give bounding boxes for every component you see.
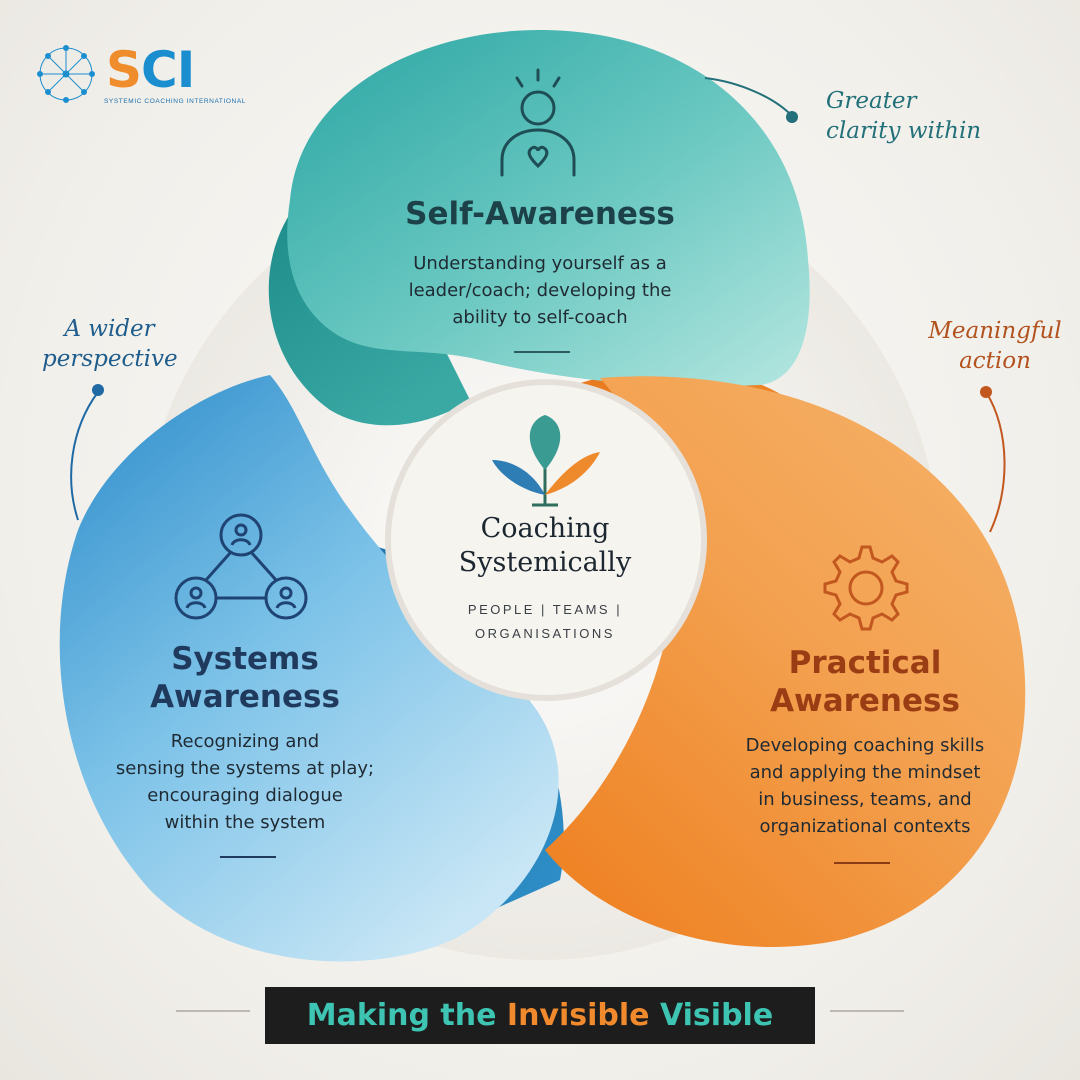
subtitle-line: ORGANISATIONS: [475, 626, 615, 641]
gear-icon: [823, 545, 909, 631]
title-line: Awareness: [150, 679, 340, 715]
banner-text-2: Invisible: [506, 998, 650, 1033]
title-line: Systems: [171, 641, 319, 677]
connected-people-icon: [174, 513, 308, 620]
annotation-line: Greater: [826, 88, 917, 114]
practical-awareness-title: Practical Awareness: [730, 644, 1000, 720]
description-line: in business, teams, and: [758, 789, 972, 810]
self-awareness-title: Self-Awareness: [405, 196, 675, 232]
systems-awareness-title: Systems Awareness: [115, 640, 375, 716]
title-line: Practical: [788, 645, 942, 681]
description-line: and applying the mindset: [749, 762, 981, 783]
self-awareness-petal: [287, 30, 810, 387]
annotation-meaningful-action: Meaningful action: [920, 316, 1070, 376]
logo-letter-s: S: [106, 41, 142, 99]
connector-left: [70, 391, 99, 521]
systems-awareness-petal: [59, 375, 559, 962]
description-line: within the system: [164, 812, 326, 833]
description-line: Developing coaching skills: [745, 735, 985, 756]
banner-right-line: [830, 1010, 904, 1012]
connector-right: [985, 391, 1006, 533]
systems-awareness-divider: [220, 856, 276, 858]
logo-network-icon: [37, 45, 95, 103]
center-subtitle: PEOPLE | TEAMS | ORGANISATIONS: [420, 598, 670, 646]
connector-top-right: [704, 77, 793, 117]
description-line: encouraging dialogue: [147, 785, 343, 806]
practical-awareness-divider: [834, 862, 890, 864]
title-line: Coaching: [480, 513, 610, 544]
person-heart-icon: [500, 68, 576, 177]
self-awareness-divider: [514, 351, 570, 353]
description-line: sensing the systems at play;: [115, 758, 375, 779]
center-title: Coaching Systemically: [405, 512, 685, 580]
annotation-line: clarity within: [826, 118, 982, 144]
self-awareness-description: Understanding yourself as a leader/coach…: [370, 250, 710, 331]
title-line: Systemically: [458, 547, 632, 578]
sprout-icon: [492, 415, 600, 507]
logo-letters-ci: CI: [141, 41, 195, 99]
practical-awareness-description: Developing coaching skills and applying …: [705, 732, 1025, 840]
systems-awareness-description: Recognizing and sensing the systems at p…: [100, 728, 390, 836]
banner-text-3: Visible: [649, 998, 774, 1033]
description-line: ability to self-coach: [452, 307, 628, 328]
description-line: Understanding yourself as a: [413, 253, 667, 274]
subtitle-line: PEOPLE | TEAMS |: [467, 602, 623, 617]
logo-tagline: SYSTEMIC COACHING INTERNATIONAL: [104, 98, 246, 105]
annotation-wider-perspective: A wider perspective: [42, 314, 178, 374]
annotation-line: Meaningful: [928, 318, 1062, 344]
description-line: organizational contexts: [759, 816, 971, 837]
annotation-greater-clarity: Greater clarity within: [826, 86, 981, 146]
annotation-line: perspective: [42, 346, 178, 372]
banner-left-line: [176, 1010, 250, 1012]
banner-text-1: Making the: [306, 998, 507, 1033]
annotation-line: A wider: [64, 316, 155, 342]
tagline-banner: Making the Invisible Visible: [265, 987, 815, 1044]
annotation-line: action: [959, 348, 1031, 374]
practical-awareness-petal: [545, 376, 1026, 947]
description-line: Recognizing and: [170, 731, 320, 752]
description-line: leader/coach; developing the: [408, 280, 672, 301]
center-circle: [385, 379, 707, 701]
logo-wordmark: SCI: [106, 41, 195, 99]
sci-logo: SCI SYSTEMIC COACHING INTERNATIONAL: [36, 40, 245, 114]
title-line: Awareness: [770, 683, 960, 719]
